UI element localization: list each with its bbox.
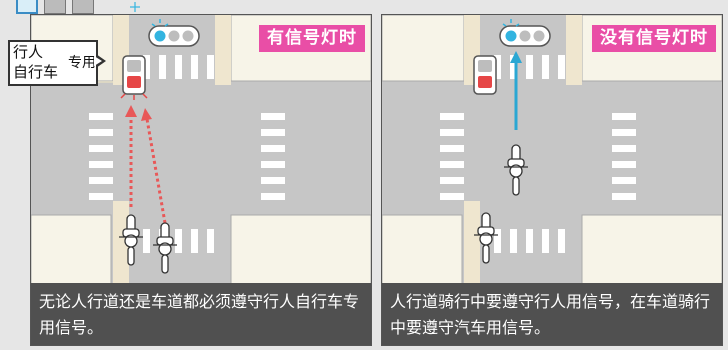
sign-pointer-inner: [94, 56, 102, 66]
bicycle-icon: [504, 144, 528, 196]
pedestrian-signal-icon: [120, 55, 148, 100]
without-signal-badge: 没有信号灯时: [592, 25, 716, 52]
sparkle-icon: [130, 2, 140, 12]
sign-line-2: 自行车: [13, 63, 59, 81]
bicycle-icon: [119, 214, 143, 266]
pedestrian-signal-icon: [473, 55, 497, 95]
sign-line-1: 行人: [13, 43, 44, 61]
with-signal-caption: 无论人行道还是车道都必须遵守行人自行车专用信号。: [31, 283, 371, 345]
arrow-icon: [125, 105, 167, 224]
sign-suffix: 专用: [68, 55, 96, 71]
arrow-icon: [510, 51, 522, 130]
pedestrian-bicycle-sign: 行人 自行车 专用: [8, 40, 98, 86]
traffic-light-icon: [148, 19, 200, 47]
tab-bar: [16, 0, 94, 14]
with-signal-badge: 有信号灯时: [259, 25, 365, 52]
without-signal-caption: 人行道骑行中要遵守行人用信号，在车道骑行中要遵守汽车用信号。: [382, 283, 722, 345]
traffic-light-icon: [499, 19, 551, 47]
tab-1[interactable]: [16, 0, 38, 14]
bicycle-icon: [153, 222, 177, 274]
tab-3[interactable]: [72, 0, 94, 14]
tab-2[interactable]: [44, 0, 66, 14]
bicycle-icon: [474, 212, 498, 264]
panel-without-signal: 没有信号灯时 人行道骑行中要遵守行人用信号，在车道骑行中要遵守汽车用信号。: [381, 14, 723, 346]
